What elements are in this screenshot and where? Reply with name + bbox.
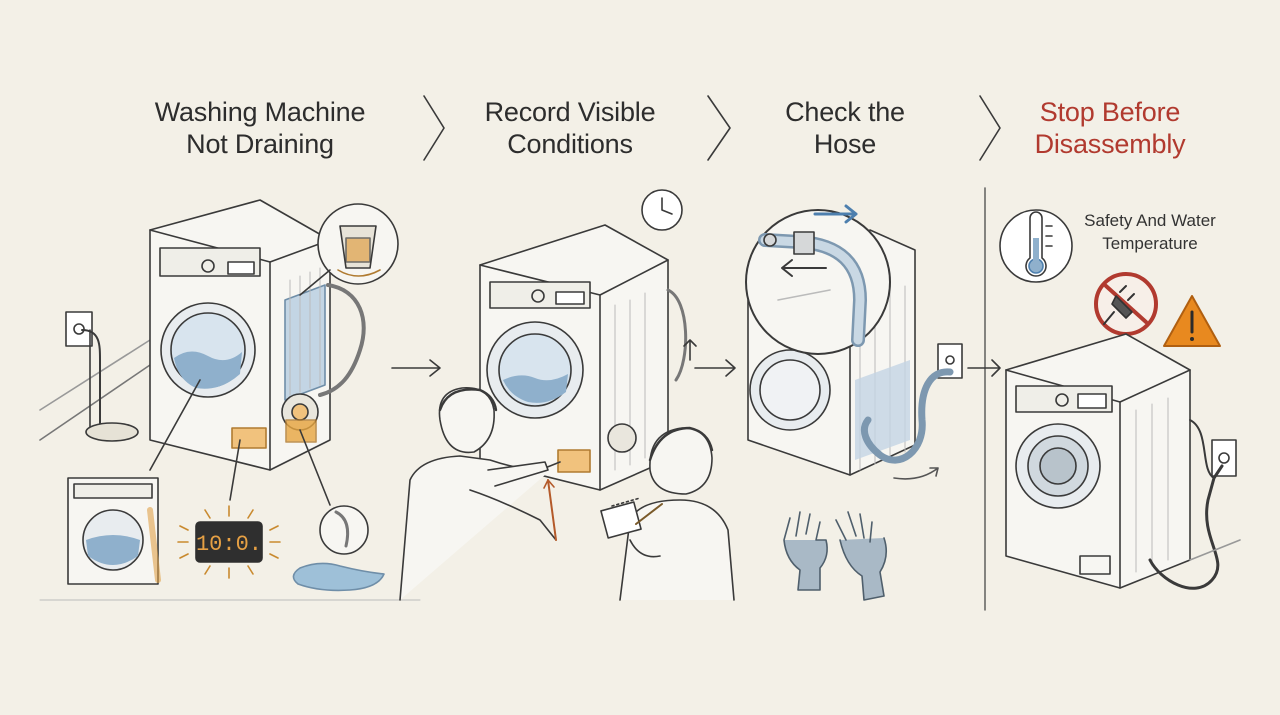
step-4-title-line-2: Disassembly (1034, 129, 1186, 159)
wall-socket (1211, 439, 1237, 477)
step-4-title-line-1: Stop Before (1039, 97, 1181, 127)
step-1-illustration: 10:0. (39, 199, 421, 601)
arrow-right-icon (967, 359, 1001, 377)
chevron-right-icon (423, 95, 445, 161)
hose-magnifier (745, 204, 891, 355)
step-2-title: Record Visible Conditions (455, 96, 685, 160)
no-plug-icon (1094, 272, 1158, 336)
note-taker-figure (600, 426, 735, 601)
step-4-illustration (999, 209, 1241, 590)
step-2-illustration (399, 189, 735, 601)
chevron-right-icon (979, 95, 1001, 161)
step-1-title-line-1: Washing Machine (154, 97, 366, 127)
clock-icon (641, 189, 683, 231)
step-3-title: Check the Hose (755, 96, 935, 160)
arrow-right-icon (694, 359, 736, 377)
step-1-title-line-2: Not Draining (186, 129, 334, 159)
notepad-icon (600, 501, 642, 539)
step-4-title: Stop Before Disassembly (1010, 96, 1210, 160)
safety-label-line-1: Safety And Water (1084, 211, 1216, 230)
step-2-title-line-1: Record Visible (484, 97, 656, 127)
floor-drain (85, 422, 139, 442)
error-display: 10:0. (177, 505, 281, 579)
safety-label-line-2: Temperature (1102, 234, 1198, 253)
step-2-title-line-2: Conditions (507, 129, 633, 159)
step-3-title-line-2: Hose (813, 129, 877, 159)
thermometer-icon (999, 209, 1073, 283)
chevron-right-icon (707, 95, 731, 161)
technician-figure (399, 387, 561, 601)
safety-label: Safety And Water Temperature (1070, 209, 1230, 255)
gloves-icon (783, 511, 888, 601)
water-spill (292, 505, 385, 592)
step-3-illustration (745, 204, 963, 601)
wall-socket (65, 311, 93, 347)
arrow-right-icon (391, 359, 441, 377)
display-readout: 10:0. (196, 532, 262, 557)
warning-triangle-icon (1163, 295, 1221, 347)
step-1-title: Washing Machine Not Draining (130, 96, 390, 160)
step-3-title-line-1: Check the (785, 97, 905, 127)
